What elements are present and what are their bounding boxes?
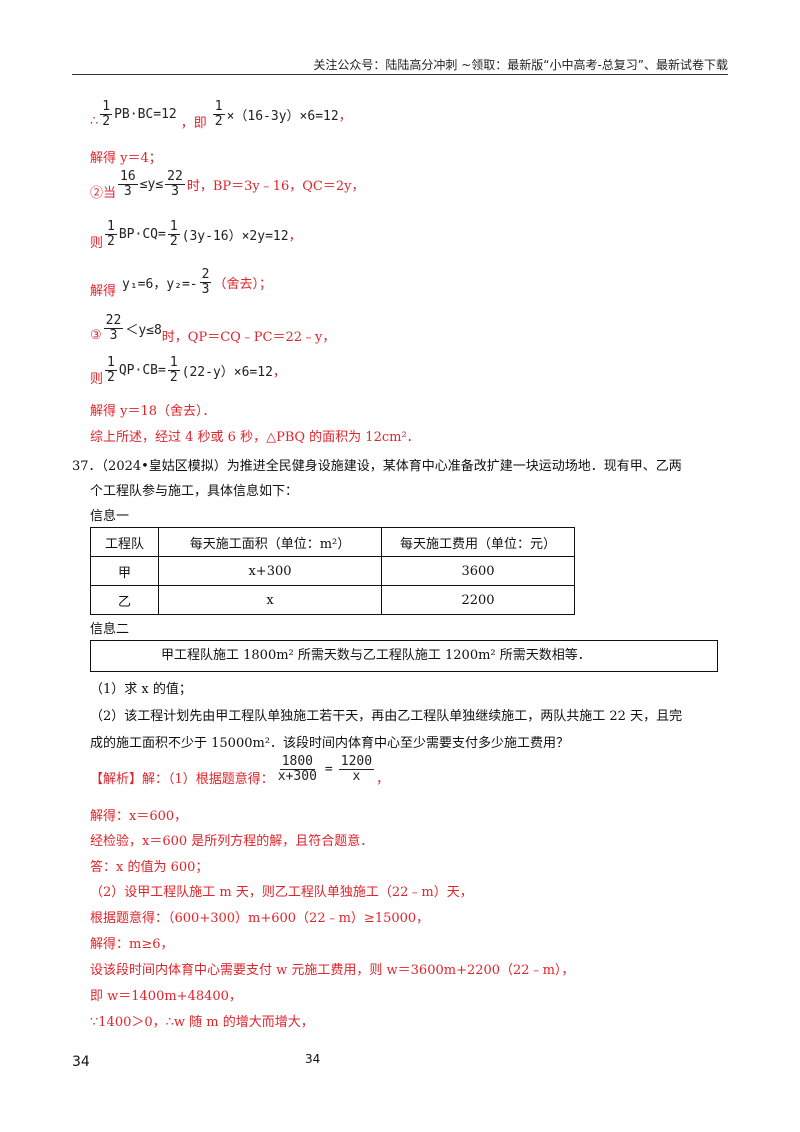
- problem-line-2: 个工程队参与施工，具体信息如下：: [90, 484, 299, 499]
- text: ③: [90, 328, 102, 343]
- question-2-line-2: 成的施工面积不少于 15000m²．该段时间内体育中心至少需要支付多少施工费用？: [90, 736, 570, 751]
- info2-text: 甲工程队施工 1800m² 所需天数与乙工程队施工 1200m² 所需天数相等．: [161, 648, 591, 663]
- table-cell: 3600: [381, 556, 575, 586]
- solution-line-8: 解得 y＝18（舍去）．: [90, 404, 216, 419]
- table-cell: 2200: [381, 585, 575, 615]
- analysis-heading: 【解析】解：（1）根据题意得：: [90, 772, 274, 787]
- text: 时，BP＝3y﹣16，QC＝2y，: [186, 179, 365, 194]
- formula: =: [324, 762, 333, 777]
- text: 时，QP＝CQ﹣PC＝22﹣y，: [161, 330, 336, 345]
- text: ，: [338, 109, 352, 124]
- page-header-text: 关注公众号：陆陆高分冲刺 ~领取：最新版“小中高考-总复习”、最新试卷下载: [313, 58, 728, 72]
- analysis-line-5: （2）设甲工程队施工 m 天，则乙工程队单独施工（22﹣m）天，: [90, 885, 473, 900]
- analysis-line-9: 即 w＝1400m+48400，: [90, 989, 242, 1004]
- info-table: 工程队 每天施工面积（单位：m²） 每天施工费用（单位：元） 甲 x+300 3…: [90, 527, 575, 615]
- info1-label: 信息一: [90, 509, 130, 524]
- analysis-line-10: ∵1400＞0，∴w 随 m 的增大而增大，: [90, 1015, 314, 1030]
- table-cell: 乙: [90, 585, 159, 615]
- table-cell: 甲: [90, 556, 159, 586]
- analysis-line-4: 答：x 的值为 600；: [90, 860, 209, 875]
- text: 则: [90, 236, 104, 251]
- text: ，: [376, 772, 390, 787]
- info2-label: 信息二: [90, 622, 130, 637]
- question-2-line-1: （2）该工程计划先由甲工程队单独施工若干天，再由乙工程队单独继续施工，两队共施工…: [90, 709, 683, 724]
- text: ，: [288, 229, 302, 244]
- table-header-cell: 每天施工面积（单位：m²）: [158, 527, 382, 557]
- problem-line-1: 37．（2024•皇姑区模拟）为推进全民健身设施建设，某体育中心准备改扩建一块运…: [72, 459, 682, 474]
- formula: ×（16-3y）×6=12: [226, 109, 339, 124]
- table-header-cell: 每天施工费用（单位：元）: [381, 527, 575, 557]
- solution-conclusion: 综上所述，经过 4 秒或 6 秒，△PBQ 的面积为 12cm²．: [90, 430, 420, 445]
- formula: QP·CB=: [118, 363, 166, 378]
- page-number-left: 34: [72, 1054, 90, 1070]
- table-row: 乙 x 2200: [90, 585, 575, 615]
- question-1: （1）求 x 的值；: [90, 682, 192, 697]
- analysis-line-7: 解得：m≥6，: [90, 937, 174, 952]
- analysis-line-3: 经检验，x＝600 是所列方程的解，且符合题意．: [90, 834, 374, 849]
- analysis-line-2: 解得：x＝600，: [90, 809, 188, 824]
- formula: y₁=6，y₂=-: [122, 277, 198, 292]
- table-row: 甲 x+300 3600: [90, 556, 575, 586]
- formula: PB·BC=12: [114, 107, 177, 122]
- table-cell: x+300: [158, 556, 382, 586]
- text: ，即: [180, 116, 207, 131]
- table-header-row: 工程队 每天施工面积（单位：m²） 每天施工费用（单位：元）: [90, 527, 575, 557]
- text: 解得: [90, 284, 117, 299]
- formula: ≤y≤: [139, 177, 164, 192]
- table-header-cell: 工程队: [90, 527, 159, 557]
- formula: (22-y）×6=12: [181, 365, 273, 380]
- formula: BP·CQ=: [118, 227, 166, 242]
- analysis-line-8: 设该段时间内体育中心需要支付 w 元施工费用，则 w＝3600m+2200（22…: [90, 963, 575, 978]
- info2-box: 甲工程队施工 1800m² 所需天数与乙工程队施工 1200m² 所需天数相等．: [90, 640, 718, 672]
- analysis-line-6: 根据题意得：（600+300）m+600（22﹣m）≥15000，: [90, 911, 430, 926]
- text: ②当: [90, 186, 117, 201]
- solution-line-2: 解得 y＝4；: [90, 151, 162, 166]
- formula: ＜y≤8: [125, 323, 162, 338]
- page-number-center: 34: [305, 1052, 321, 1066]
- text: ，: [272, 365, 286, 380]
- text: （舍去）；: [213, 277, 272, 292]
- table-cell: x: [158, 585, 382, 615]
- formula: (3y-16）×2y=12: [181, 229, 289, 244]
- header-rule: [72, 74, 728, 75]
- therefore-symbol: ∴: [90, 114, 99, 129]
- text: 则: [90, 372, 104, 387]
